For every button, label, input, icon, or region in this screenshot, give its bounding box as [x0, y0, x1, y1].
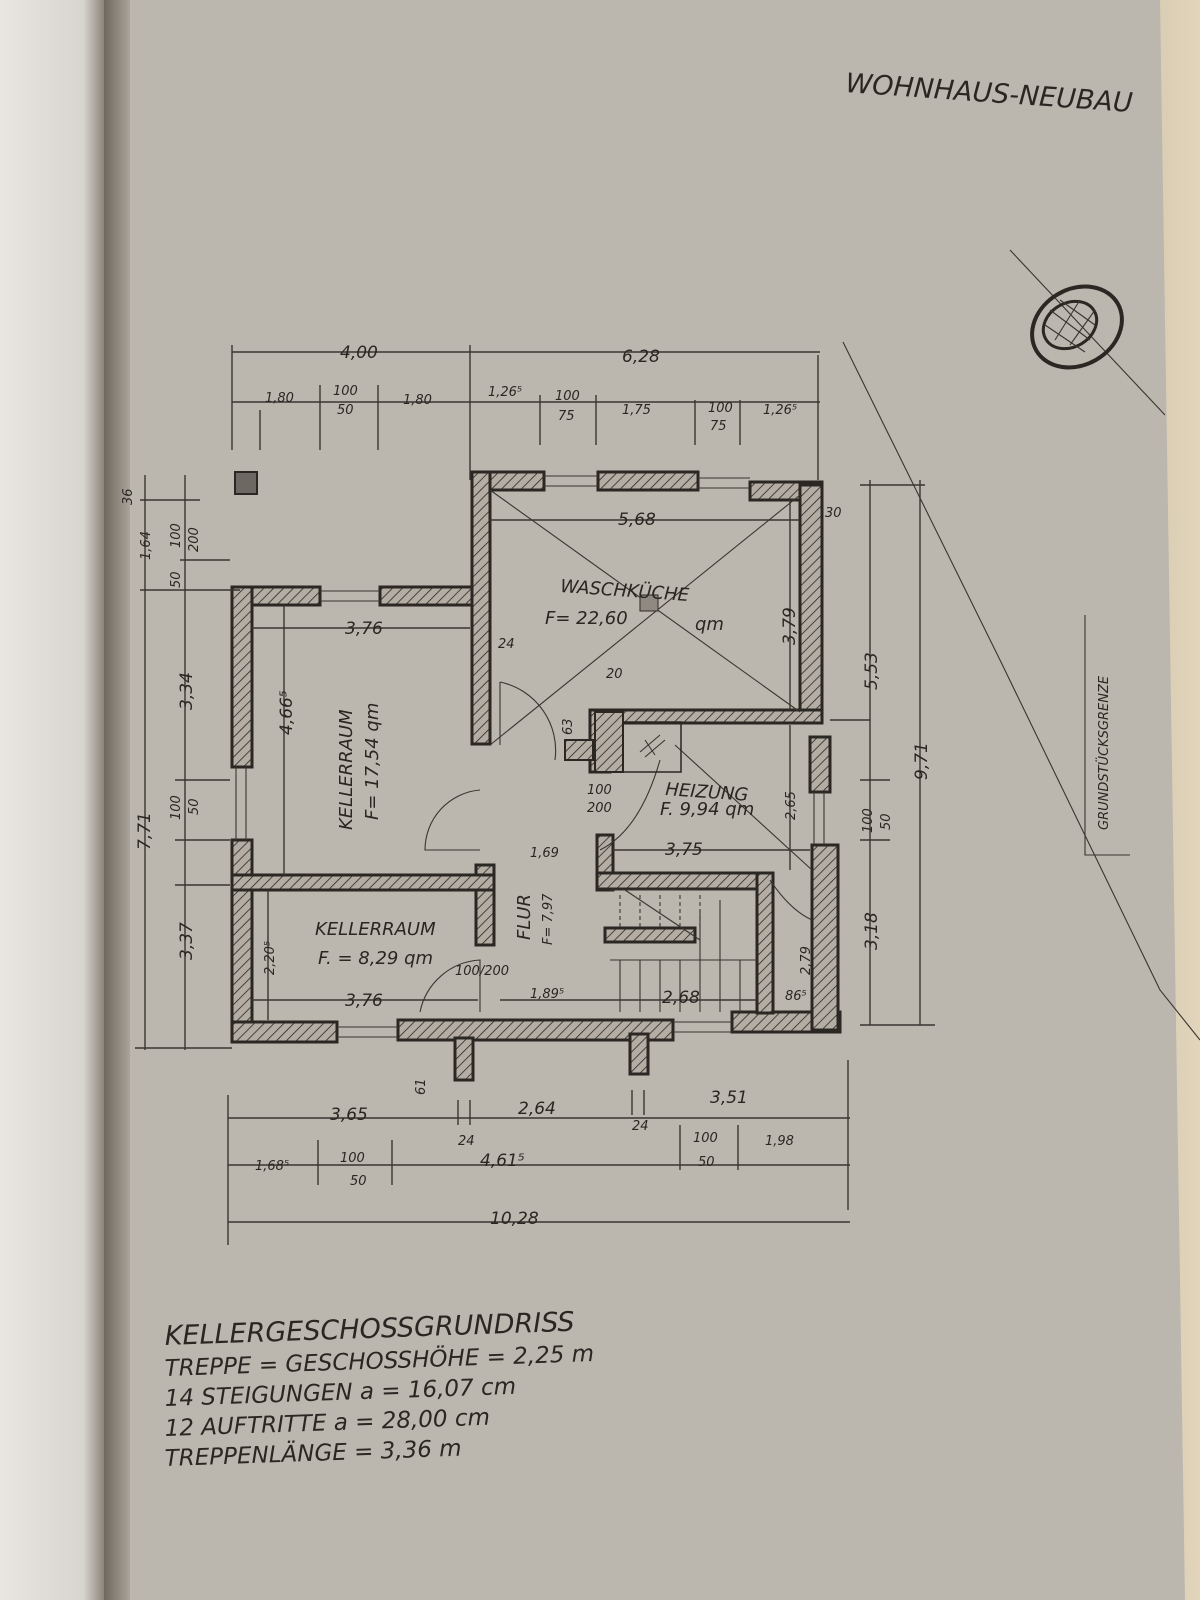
dim-left-overall: 7,71: [135, 812, 155, 850]
ceiling-diagonals: [489, 489, 813, 871]
dim-bottom: 50: [698, 1155, 715, 1170]
dim-top: 100: [333, 384, 358, 399]
dim-right-overall: 9,71: [912, 742, 932, 780]
dim-interior: 3,76: [345, 991, 383, 1011]
drawing-title: WOHNHAUS-NEUBAU: [845, 68, 1134, 119]
room-label-kellerraum: KELLERRAUM: [336, 709, 357, 830]
dim-top: 75: [558, 409, 575, 424]
dim-interior: 2,65: [784, 791, 799, 820]
plan-sheet: [130, 0, 1200, 1600]
dim-bottom: 50: [350, 1174, 367, 1189]
dim-interior: 24: [498, 637, 515, 652]
room-area-heizung: F. 9,94 qm: [660, 799, 754, 820]
dim-top: 1,80: [265, 391, 294, 406]
dim-left: 50: [187, 798, 202, 815]
dim-interior: 1,89⁵: [530, 987, 564, 1002]
dim-interior: 30: [825, 506, 842, 521]
dim-top: 1,26⁵: [488, 385, 522, 400]
room-area-unit: qm: [695, 614, 724, 635]
dim-bottom: 2,64: [518, 1099, 556, 1119]
dim-left: 200: [187, 527, 202, 552]
book-left-page: [0, 0, 104, 1600]
north-arrow-icon: [1009, 249, 1166, 416]
dim-interior: 5,68: [618, 510, 656, 530]
dim-interior: 20: [606, 667, 623, 682]
dim-interior: 4,66⁵: [277, 690, 297, 735]
dim-top: 100: [708, 401, 733, 416]
dim-top: 1,26⁵: [763, 403, 797, 418]
dim-right: 100: [861, 808, 876, 833]
dim-interior: 2,20⁵: [263, 941, 278, 975]
room-area-kellerraum: F= 17,54 qm: [362, 703, 383, 820]
door-size: 100/200: [455, 964, 509, 979]
room-label-kellerraum-small: KELLERRAUM: [315, 919, 436, 940]
room-label-waschkueche: WASCHKÜCHE: [560, 575, 691, 606]
chimney: [234, 471, 258, 495]
dimension-lines: [135, 345, 935, 1245]
dim-left: 50: [169, 571, 184, 588]
dim-top: 50: [337, 403, 354, 418]
dim-top-overall-left: 4,00: [340, 343, 378, 363]
dim-top: 1,80: [403, 393, 432, 408]
staircase: [610, 889, 757, 1012]
windows: [235, 475, 825, 1038]
dim-left: 36: [121, 488, 136, 505]
doors: [419, 681, 813, 1013]
dim-left: 100: [169, 523, 184, 548]
room-area-kellerraum-small: F. = 8,29 qm: [318, 948, 433, 969]
dim-top: 100: [555, 389, 580, 404]
dim-interior: 86⁵: [785, 989, 807, 1004]
dim-interior: 3,79: [780, 607, 800, 645]
dim-interior: 2,79: [799, 946, 814, 975]
dim-bottom: 3,65: [330, 1105, 368, 1125]
dim-interior: 61: [414, 1078, 429, 1095]
dim-right: 5,53: [862, 652, 882, 690]
dim-bottom: 24: [632, 1119, 649, 1134]
walls: [230, 470, 842, 1082]
property-line-label: GRUNDSTÜCKSGRENZE: [1095, 675, 1112, 830]
dim-top: 75: [710, 419, 727, 434]
dim-bottom: 1,68⁵: [255, 1159, 289, 1174]
dim-right: 3,18: [862, 912, 882, 950]
dim-interior: 63: [561, 718, 576, 735]
dim-bottom: 24: [458, 1134, 475, 1149]
door-size: 100: [587, 783, 612, 798]
dim-bottom: 3,51: [710, 1088, 748, 1108]
room-area-waschkueche: F= 22,60: [545, 608, 628, 629]
dim-interior: 2,68: [662, 988, 700, 1008]
dim-left: 3,34: [177, 672, 197, 710]
dim-bottom: 100: [693, 1131, 718, 1146]
dim-bottom: 100: [340, 1151, 365, 1166]
boiler: [564, 711, 682, 773]
dim-interior: 3,76: [345, 619, 383, 639]
dim-left: 1,64: [139, 531, 154, 560]
room-label-flur: FLUR: [514, 894, 535, 940]
dim-bottom-overall: 10,28: [490, 1209, 539, 1229]
property-line: [842, 341, 1200, 1041]
room-area-flur: F= 7,97: [541, 893, 556, 945]
dim-interior: 1,69: [530, 846, 559, 861]
dim-top: 1,75: [622, 403, 651, 418]
door-size: 200: [587, 801, 612, 816]
book-gutter: [104, 0, 130, 1600]
dim-top-overall-right: 6,28: [622, 347, 660, 367]
dim-left: 3,37: [177, 922, 197, 960]
dim-bottom: 4,61⁵: [480, 1151, 525, 1171]
dim-interior: 3,75: [665, 840, 703, 860]
dim-left: 100: [169, 795, 184, 820]
dim-bottom: 1,98: [765, 1134, 794, 1149]
dim-right: 50: [879, 813, 894, 830]
